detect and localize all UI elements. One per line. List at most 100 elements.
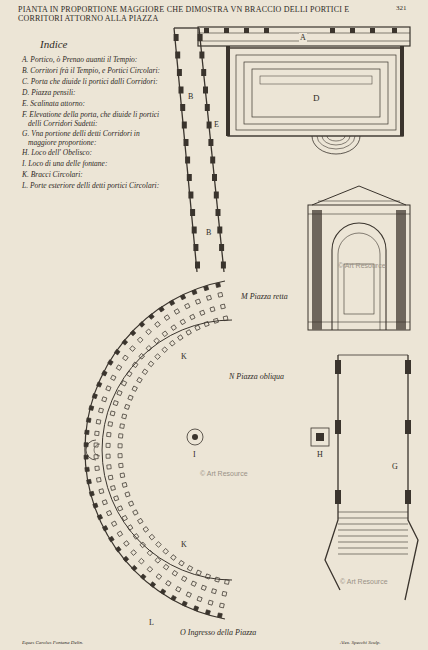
colonnade-outer-wall xyxy=(85,281,225,619)
column-symbol xyxy=(111,521,116,526)
column-symbol xyxy=(220,603,225,608)
column-symbol xyxy=(222,591,227,596)
pier-symbol xyxy=(192,227,197,234)
area-label: M Piazza retta xyxy=(240,292,289,301)
column-symbol xyxy=(163,548,169,554)
column-symbol xyxy=(191,581,196,586)
watermark: © Art Resource xyxy=(338,262,386,270)
index-heading: Indice xyxy=(40,38,67,51)
column-symbol xyxy=(106,386,111,391)
pier-symbol xyxy=(187,174,192,181)
colonnade-inner-wall xyxy=(102,320,232,580)
column-symbol xyxy=(94,443,98,447)
column-symbol xyxy=(128,395,133,400)
column-symbol xyxy=(120,424,125,429)
corridor-piers xyxy=(174,34,226,269)
column-symbol xyxy=(201,585,206,590)
step-line xyxy=(338,536,408,537)
step-line xyxy=(338,548,408,549)
pier-symbol xyxy=(214,192,219,199)
column-symbol xyxy=(137,377,142,382)
column-symbol xyxy=(186,592,191,597)
plan-letter: A xyxy=(299,33,307,42)
step-line xyxy=(338,524,408,525)
column-symbol xyxy=(107,465,111,469)
pier-symbol xyxy=(199,52,204,59)
column-symbol xyxy=(195,299,200,304)
pier-symbol xyxy=(212,174,217,181)
column-symbol xyxy=(111,486,116,491)
column-symbol xyxy=(163,564,169,570)
pier-symbol xyxy=(195,262,200,269)
pier-symbol xyxy=(185,157,190,164)
pier-symbol xyxy=(180,104,185,111)
column-symbol xyxy=(195,325,200,330)
plan-letter: E xyxy=(213,120,220,129)
pier-symbol xyxy=(210,157,215,164)
column-symbol xyxy=(171,325,177,331)
column-symbol xyxy=(95,466,99,470)
column-symbol xyxy=(200,310,205,315)
column-symbol xyxy=(169,340,175,346)
column-symbol xyxy=(196,570,201,575)
column-symbol xyxy=(124,541,130,547)
index-entry: L. Porte esteriore delli detti portici C… xyxy=(22,182,170,191)
plan-letter: L xyxy=(148,618,155,627)
column-symbol xyxy=(116,365,121,370)
column-symbol xyxy=(171,555,177,561)
column-symbol xyxy=(186,330,191,335)
column-symbol xyxy=(111,375,116,380)
column-symbol xyxy=(117,506,122,511)
pier-symbol xyxy=(175,52,180,59)
pier-symbol xyxy=(216,209,221,216)
column-symbol xyxy=(122,414,127,419)
column-symbol xyxy=(166,581,172,587)
pier-symbol xyxy=(188,192,193,199)
index-entry: I. Loco di una delle fontane: xyxy=(22,160,170,169)
plan-letter: B xyxy=(187,92,194,101)
column-symbol xyxy=(106,454,110,458)
column-symbol xyxy=(156,574,162,580)
column-symbol xyxy=(180,319,185,324)
pier-symbol xyxy=(217,227,222,234)
step-line xyxy=(338,542,408,543)
index-entry: H. Loco dell' Obelisco: xyxy=(22,149,170,158)
column-symbol xyxy=(122,482,127,487)
step-line xyxy=(338,554,408,555)
column-symbol xyxy=(118,454,122,458)
area-label: N Piazza obliqua xyxy=(228,372,285,381)
pier-symbol xyxy=(219,244,224,251)
column-symbol xyxy=(99,408,104,413)
fountain-symbol xyxy=(187,429,203,445)
column-symbol xyxy=(128,501,133,506)
column-symbol xyxy=(125,492,130,497)
step-line xyxy=(338,530,408,531)
pier-symbol xyxy=(184,139,189,146)
column-symbol xyxy=(185,303,190,308)
column-symbol xyxy=(172,571,178,577)
index-entry: K. Bracci Circolari: xyxy=(22,171,170,180)
engraver-credit: Eques Carolus Fontana Delin. xyxy=(22,640,83,646)
column-symbol xyxy=(143,527,149,533)
column-symbol xyxy=(146,329,152,335)
pier-symbol xyxy=(190,209,195,216)
index-entry: F. Elevatione della porta, che diuide li… xyxy=(22,111,170,128)
column-symbol xyxy=(95,431,99,435)
column-symbol xyxy=(208,600,213,605)
column-symbol xyxy=(131,550,137,556)
plan-letter: G xyxy=(391,462,399,471)
pier-symbol xyxy=(179,87,184,94)
column-symbol xyxy=(133,510,138,515)
step-line xyxy=(338,512,408,513)
index-entry: G. Vna portione delli detti Corridori in… xyxy=(22,130,170,147)
column-symbol xyxy=(117,531,123,537)
column-symbol xyxy=(218,292,223,297)
plan-letter: H xyxy=(316,450,324,459)
colonnade-niche xyxy=(86,440,96,460)
index-entry: E. Scalinata attorno: xyxy=(22,100,170,109)
column-symbol xyxy=(107,432,111,436)
door-elevation xyxy=(308,186,410,330)
column-symbol xyxy=(212,589,217,594)
pier-symbol xyxy=(177,69,182,76)
